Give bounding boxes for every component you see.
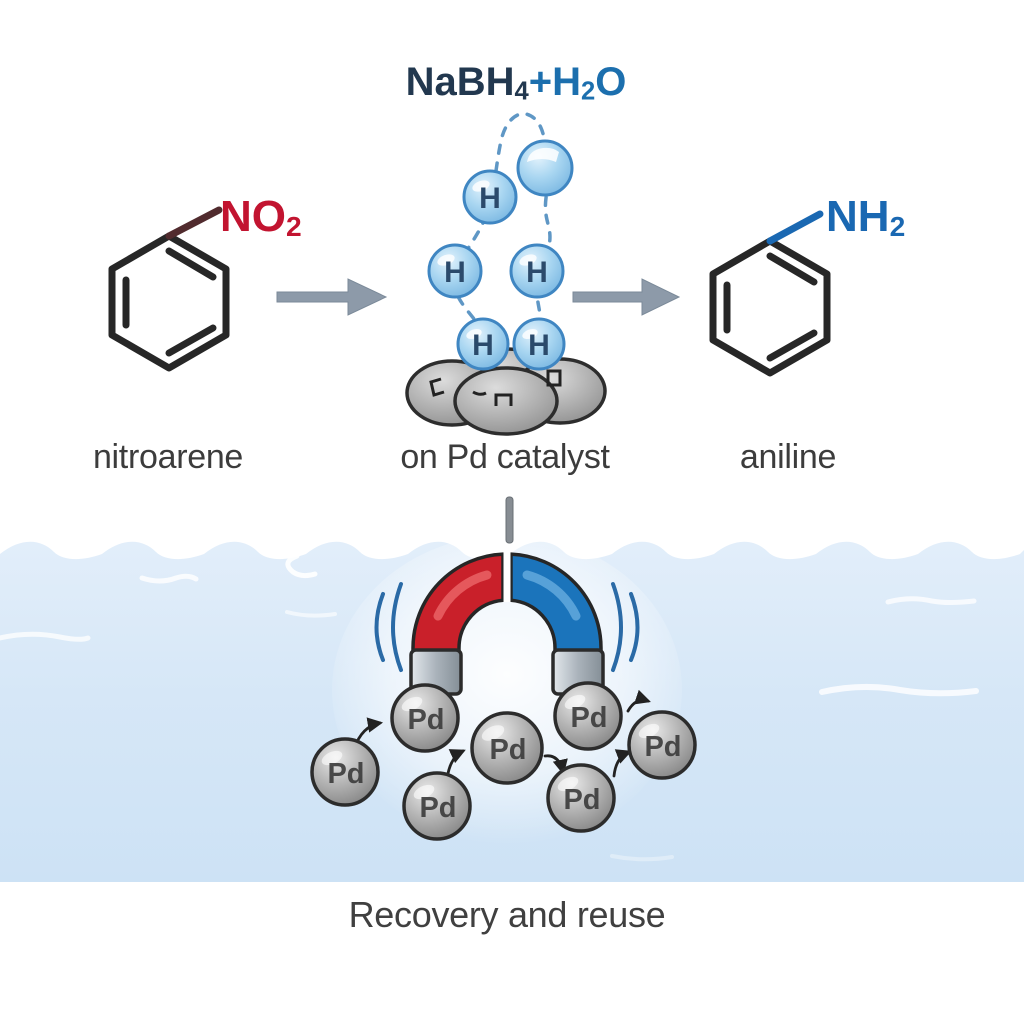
pd-catalyst-cluster: [405, 347, 607, 436]
pd-particle-label: Pd: [407, 704, 444, 736]
double-bond: [165, 324, 217, 357]
pd-particle-label: Pd: [644, 731, 681, 763]
pd-nanoparticle: Pd: [310, 737, 380, 807]
hydrogen-bubble: H: [509, 243, 565, 299]
nitroarene-caption: nitroarene: [92, 438, 244, 476]
double-bond: [766, 252, 818, 286]
attraction-arrow: [612, 749, 632, 778]
water-ripples: [0, 543, 979, 862]
pd-nanoparticle: Pd: [627, 710, 697, 780]
magnet: [374, 496, 640, 696]
reagent-title-sub4: 4: [514, 77, 529, 106]
hydrogen-bubble: H: [456, 317, 510, 371]
hydrogen-label: H: [528, 329, 550, 362]
magnet-gap: [503, 552, 511, 602]
no2-bond: [165, 206, 223, 240]
hydrogen-label: H: [444, 256, 466, 289]
magnet-red-highlight: [433, 570, 492, 621]
pd-nanoparticles: Pd Pd Pd Pd Pd Pd Pd: [310, 681, 697, 841]
cluster-marks: [429, 369, 562, 406]
aniline-caption: aniline: [739, 438, 837, 476]
pd-particle-label: Pd: [327, 758, 364, 790]
nh2-sub: 2: [889, 211, 906, 243]
hydrogen-bubbles: H H H: [427, 139, 574, 299]
hydrogen-label: H: [472, 329, 494, 362]
water-droplet: [516, 139, 574, 197]
hydrogen-bubble: H: [512, 317, 566, 371]
recovery-caption: Recovery and reuse: [348, 894, 666, 935]
catalyst-caption: on Pd catalyst: [400, 438, 610, 476]
no2-sub: 2: [286, 211, 302, 243]
magnet-blue-highlight: [522, 570, 581, 621]
benzene-ring: [108, 232, 230, 372]
hydrogen-bubble: H: [427, 243, 483, 299]
reagent-title-o: O: [595, 60, 627, 104]
attraction-arrow: [626, 689, 651, 713]
reaction-arrow-left: [276, 278, 388, 316]
double-bond: [766, 329, 818, 362]
hydrogen-label: H: [526, 256, 548, 289]
reaction-arrow-right: [572, 278, 681, 316]
nh2-label: NH2: [826, 192, 905, 243]
reagent-title-sub2: 2: [581, 77, 596, 106]
double-bond: [165, 247, 217, 281]
pd-nanoparticle: Pd: [470, 711, 544, 785]
no2-label: NO2: [220, 192, 302, 243]
pd-nanoparticle: Pd: [546, 763, 616, 833]
pd-nanoparticle: Pd: [390, 683, 460, 753]
reagent-title: NaBH4+H2O: [406, 60, 627, 107]
pd-particle-label: Pd: [489, 734, 526, 766]
pd-particle-label: Pd: [419, 792, 456, 824]
hydrogen-label: H: [479, 182, 501, 215]
adsorbed-hydrogen: H H: [456, 317, 566, 371]
aniline-structure: [709, 210, 831, 377]
nh2-text: NH: [826, 192, 890, 241]
reagent-title-dark: NaBH: [405, 60, 515, 104]
reagent-title-plus-h: +H: [528, 60, 582, 104]
pd-nanoparticle: Pd: [402, 771, 472, 841]
nitroarene-structure: [108, 206, 230, 372]
magnetic-field-arcs: [374, 582, 640, 672]
pd-nanoparticle: Pd: [553, 681, 623, 751]
magnet-handle: [505, 496, 514, 544]
no2-text: NO: [220, 192, 286, 241]
nh2-bond: [766, 210, 824, 245]
pd-particle-label: Pd: [563, 784, 600, 816]
benzene-ring: [709, 237, 831, 377]
pd-particle-label: Pd: [570, 702, 607, 734]
hydrogen-bubble: H: [462, 169, 518, 225]
